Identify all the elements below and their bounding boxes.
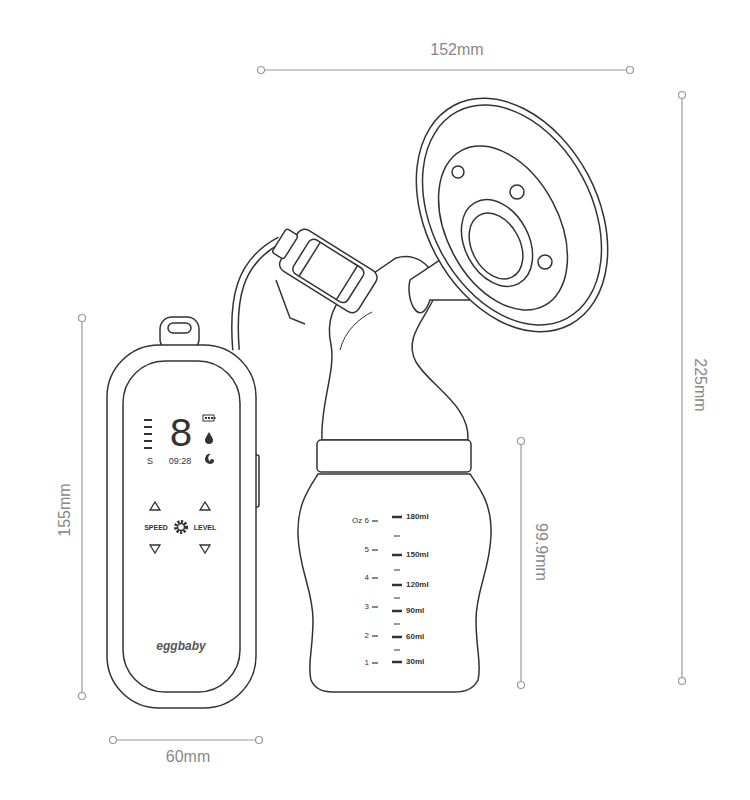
dimension-label: 99.9mm [532,521,550,583]
graduation-number: 3 [365,603,369,611]
graduation-volume: 180ml [406,513,429,521]
graduation-number: 2 [365,632,369,640]
graduation-volume: 60ml [406,633,424,641]
graduation-volume: 150ml [406,551,429,559]
graduation-number: Oz 6 [352,517,369,525]
display-text: S [147,457,153,466]
flange [378,65,646,365]
bottle [298,474,491,692]
graduation-number: 5 [365,546,369,554]
display-digit: 8 [169,416,193,456]
dimension-label: 60mm [164,748,212,766]
dimension-label: 152mm [428,41,485,59]
dimension-lines [82,70,682,740]
display-text: 09:28 [169,457,192,466]
dimension-endpoints [79,67,686,744]
tube-inner [235,240,280,350]
button-label: SPEED [144,524,168,531]
graduation-volume: 30ml [406,658,424,666]
dimension-label: 225mm [691,356,709,413]
button-label: LEVEL [194,524,217,531]
graduation-volume: 90ml [406,607,424,615]
graduation-number: 1 [365,659,369,667]
dimension-label: 155mm [56,481,74,538]
brand-name: eggbaby [156,640,205,652]
clip [276,280,305,324]
tube [235,240,280,350]
pump-body-seam [340,312,372,350]
controller [107,317,259,708]
bottle-graduations [372,517,402,663]
bottle-collar [317,440,471,472]
graduation-volume: 120ml [406,581,429,589]
graduation-number: 4 [365,574,369,582]
